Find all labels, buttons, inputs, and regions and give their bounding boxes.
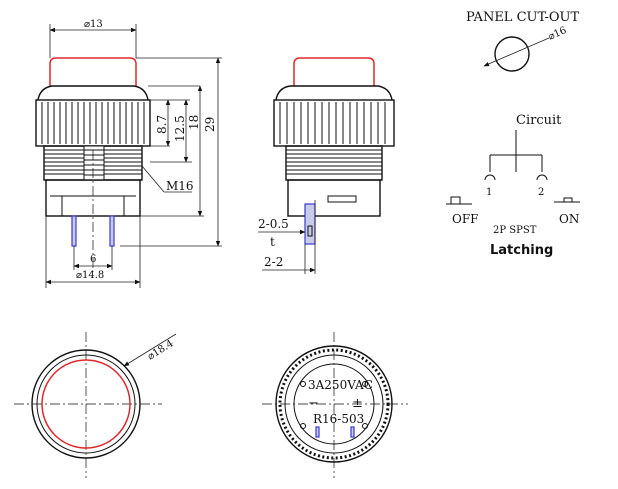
bezel <box>37 85 149 101</box>
top-view: ⌀18.4 <box>14 332 177 478</box>
panel-cutout: PANEL CUT-OUT ⌀16 <box>466 10 579 72</box>
circuit-pin2: 2 <box>538 187 544 198</box>
dim-8-7: 8.7 <box>155 115 169 134</box>
front-cap-outline <box>293 57 375 86</box>
dim-pin-spacing: 6 <box>90 254 96 265</box>
dim-pin-depth: 2-2 <box>264 255 283 269</box>
circuit-diagram: Circuit 1 2 OFF ON 2P SPST Latching <box>446 113 580 258</box>
pin-left <box>71 215 77 247</box>
circuit-pin1: 1 <box>486 187 492 198</box>
side-view: ⌀13 8.7 12.5 18 29 M16 6 ⌀14.8 <box>35 19 222 288</box>
top-outer-ring <box>31 349 141 459</box>
switch-type: 2P SPST <box>493 225 537 236</box>
circuit-title: Circuit <box>516 113 562 128</box>
pin-right <box>109 215 115 247</box>
bottom-pin-right <box>350 426 355 438</box>
lower-housing <box>45 179 141 217</box>
knurl-ribs <box>41 102 145 144</box>
switch-mode: Latching <box>490 243 553 258</box>
dim-12-5: 12.5 <box>173 115 187 142</box>
dim-pin-width: 2-0.5 <box>258 217 289 231</box>
knurled-ring <box>35 99 151 147</box>
plusminus-mark: ± <box>352 396 363 411</box>
top-cap-circle <box>41 359 131 449</box>
dim-outer: ⌀18.4 <box>146 338 176 362</box>
dim-cap-width: ⌀13 <box>84 19 103 30</box>
dim-29: 29 <box>203 117 217 132</box>
cap-outline <box>49 57 137 86</box>
front-thread-section <box>285 145 383 181</box>
pin-thickness-mark: t <box>270 235 275 249</box>
panel-cutout-title: PANEL CUT-OUT <box>466 10 579 25</box>
on-button-symbol <box>563 197 573 203</box>
minus-mark: − <box>308 396 319 411</box>
thread-label: M16 <box>166 179 194 193</box>
off-label: OFF <box>452 212 479 226</box>
dim-base-width: ⌀14.8 <box>76 270 104 281</box>
bottom-outer-ring <box>275 345 393 463</box>
rating-label: 3A250VAC <box>308 378 373 392</box>
off-button-symbol <box>450 196 461 205</box>
bottom-view: 3A250VAC − ± R16-503 <box>262 332 408 478</box>
dim-18: 18 <box>187 115 201 130</box>
front-view: 2-0.5 t 2-2 <box>258 57 395 274</box>
on-label: ON <box>559 212 579 226</box>
front-pin <box>304 203 316 245</box>
model-label: R16-503 <box>313 412 364 426</box>
cutout-circle <box>494 36 530 72</box>
cutout-dim: ⌀16 <box>547 25 569 43</box>
bottom-pin-left <box>315 426 320 438</box>
